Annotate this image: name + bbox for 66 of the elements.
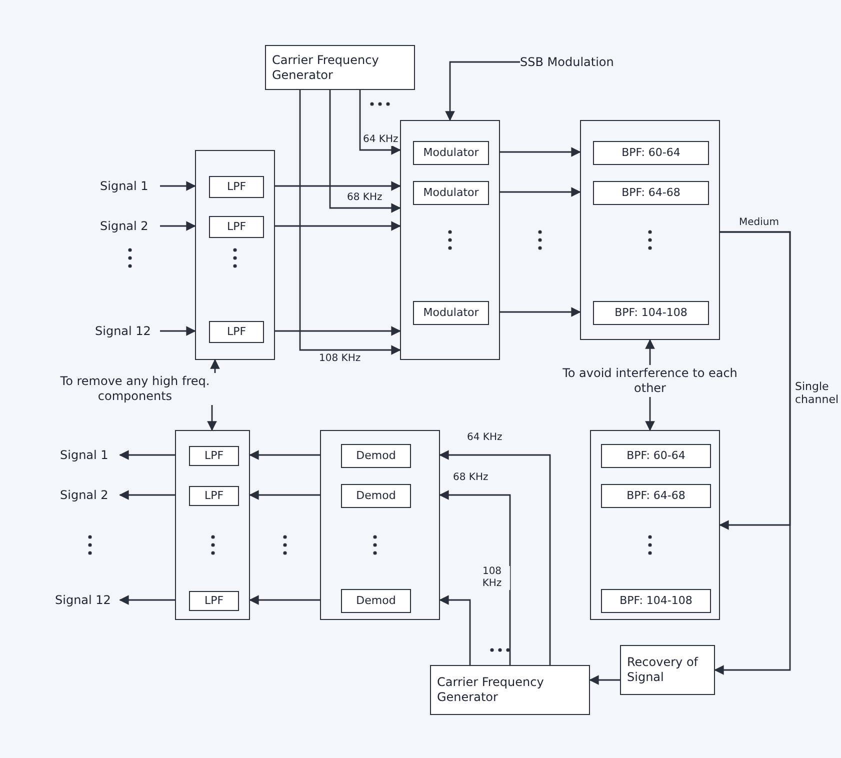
recovery-box: Recovery of Signal [620,645,715,695]
modulator-box: Modulator [413,301,489,325]
arrow [119,490,175,500]
filter-bank-frame [580,120,720,340]
arrow [160,181,196,191]
modulator-bank-frame [400,120,500,360]
filter-box: LPF [189,486,239,506]
filter-box: BPF: 104-108 [593,301,709,325]
signal-label: Signal 1 [100,178,160,194]
arrow [500,147,581,157]
arrow [160,221,196,231]
demodulator-box: Demod [341,589,411,613]
arrow [160,326,196,336]
filter-bank-frame [195,150,275,360]
demodulator-box: Demod [341,484,411,508]
arrow [119,450,175,460]
signal-label: Signal 2 [100,218,160,234]
filter-box: LPF [209,216,264,238]
arrow [645,339,655,365]
demodulator-box: Demod [341,444,411,468]
signal-label: Signal 12 [55,592,120,608]
filter-box: BPF: 60-64 [593,141,709,165]
filter-bank-frame [590,430,720,620]
arrow [500,187,581,197]
annotation-text: To avoid interference to each other [545,365,755,397]
arrow [249,490,320,500]
filter-box: BPF: 64-68 [593,181,709,205]
arrow [359,90,401,155]
annotation-text: To remove any high freq. components [50,373,220,405]
modulator-box: Modulator [413,181,489,205]
generator-box: Carrier Frequency Generator [430,665,590,715]
arrow [589,675,620,685]
arrow [439,595,471,665]
signal-label: Signal 1 [60,447,120,463]
filter-box: BPF: 64-68 [601,484,711,508]
filter-box: LPF [189,591,239,611]
filter-box: LPF [209,176,264,198]
arrow [275,326,401,336]
arrow [210,359,220,373]
filter-box: BPF: 104-108 [601,589,711,613]
arrow [275,181,401,191]
arrow [275,221,401,231]
arrow [439,450,551,665]
filter-box: LPF [209,321,264,343]
arrow [329,90,401,213]
signal-label: Signal 2 [60,487,120,503]
arrow [249,450,320,460]
filter-box: BPF: 60-64 [601,444,711,468]
arrow [439,490,511,665]
arrow [714,231,791,675]
filter-bank-frame [175,430,250,620]
arrow [445,61,520,121]
demodulator-bank-frame [320,430,440,620]
generator-box: Carrier Frequency Generator [265,45,415,90]
arrow [207,405,217,431]
edge-label: 64 KHz [362,134,400,146]
arrow [119,595,175,605]
signal-label: Signal 12 [95,323,160,339]
annotation-text: SSB Modulation [520,54,630,70]
arrow [249,595,320,605]
arrow [500,307,581,317]
channel-label: Single channel [795,380,839,406]
filter-box: LPF [189,446,239,466]
arrow [645,397,655,431]
arrow [299,90,401,355]
modulator-box: Modulator [413,141,489,165]
